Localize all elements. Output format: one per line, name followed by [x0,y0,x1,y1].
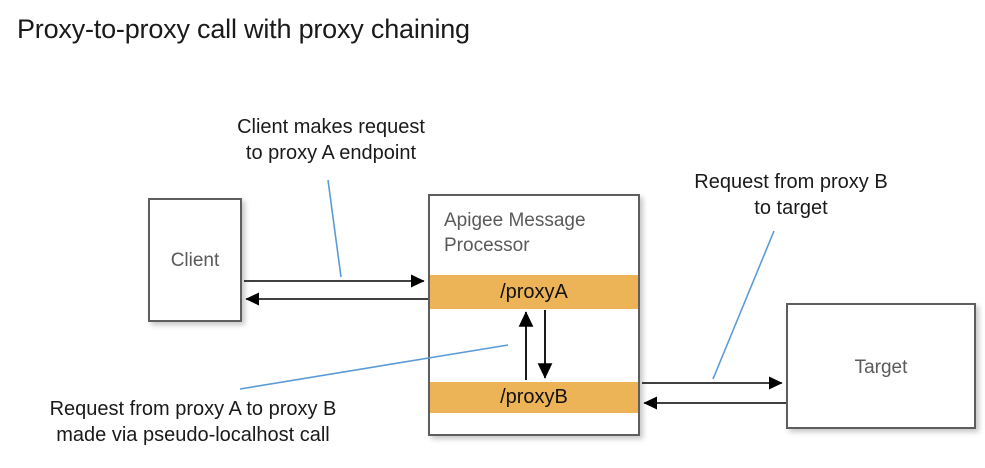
node-message-processor-label: Apigee Message Processor [444,208,634,258]
page-title: Proxy-to-proxy call with proxy chaining [17,14,470,44]
node-target-label: Target [854,357,908,378]
annotation-target-request: Request from proxy B to target [694,171,888,219]
proxy-band-proxya: /proxyA [430,275,638,309]
node-message-processor-label-line2: Processor [444,235,530,256]
node-message-processor: Apigee Message Processor /proxyA /proxyB [428,194,640,436]
node-client: Client [148,198,242,322]
node-target: Target [786,303,976,429]
annotation-client-request: Client makes request to proxy A endpoint [237,116,425,164]
node-client-label: Client [170,250,220,271]
leader-line-target-request [712,230,775,380]
node-message-processor-label-line1: Apigee Message [444,210,586,231]
leader-line-client-request [327,179,342,278]
proxy-band-proxyb: /proxyB [430,382,638,413]
annotation-chained-request: Request from proxy A to proxy B made via… [49,398,337,446]
